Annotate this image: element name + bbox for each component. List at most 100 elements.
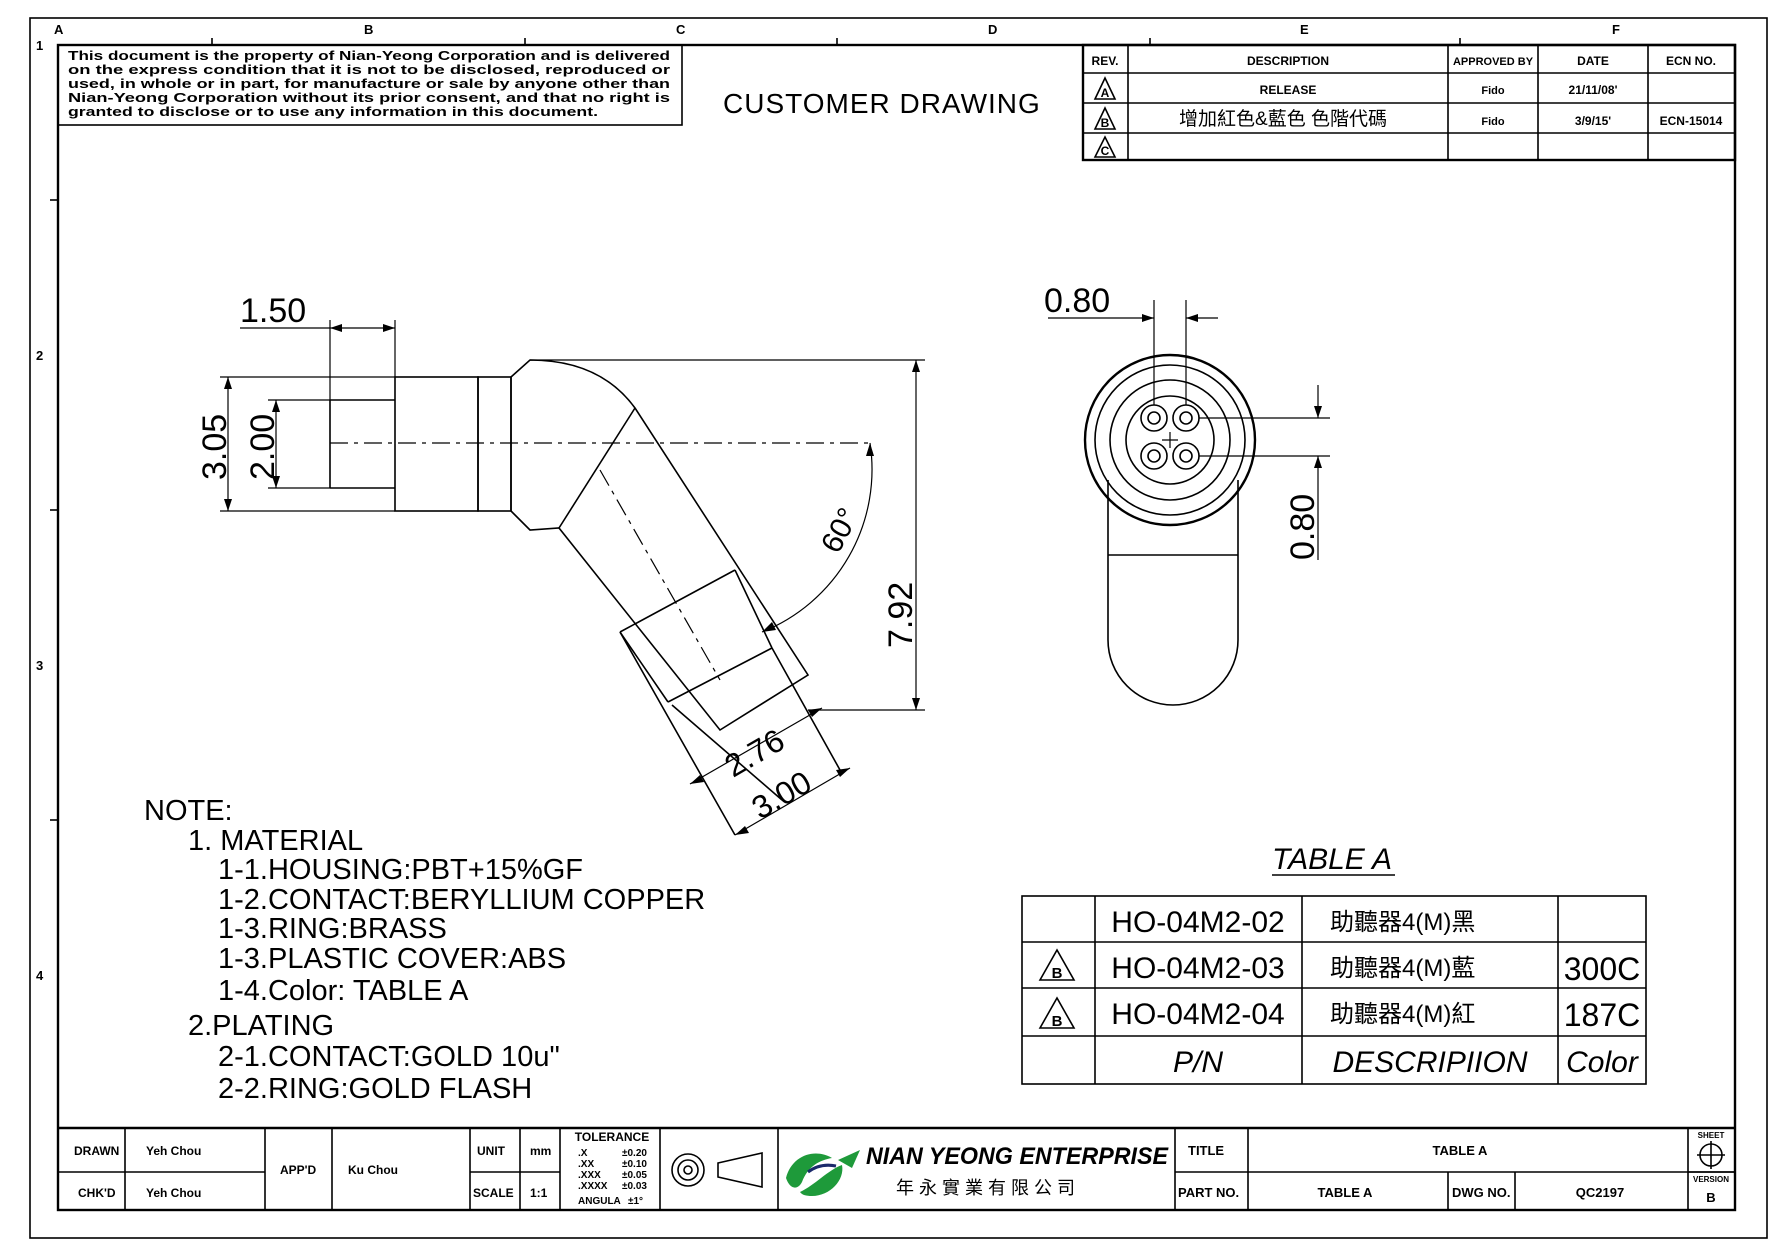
svg-text:B: B [1052,965,1063,982]
elbow-seam [558,407,636,529]
contact-pin-icon [1140,442,1168,470]
sleeve-end [619,569,773,703]
title-value: TABLE A [1433,1143,1488,1158]
rev-a-date: 21/11/08' [1569,83,1618,97]
svg-text:B: B [1052,1013,1063,1030]
outer-shell [1083,353,1257,527]
partno-value: TABLE A [1318,1185,1373,1200]
zone-labels-top: A B C D E F [54,22,1620,37]
zone-ticks [50,38,1461,821]
tip-ring [394,376,479,512]
dim-3-00: 3.00 [746,764,818,826]
notice-line: Nian-Yeong Corporation without its prior… [68,91,670,105]
drawing-heading: CUSTOMER DRAWING [723,88,1041,119]
company-logo-icon [786,1150,860,1196]
svg-text:B: B [1101,116,1110,130]
tolerance-key: .XXXX [578,1181,608,1192]
sheet-crosshair-icon [1697,1141,1725,1169]
table-a-desc: 助聽器4(M)黑 [1330,909,1475,936]
contact-pin-icon [1140,404,1168,432]
table-a-desc: 助聽器4(M)紅 [1330,1001,1475,1028]
elbow-body [510,359,810,732]
unit-label: UNIT [477,1144,506,1158]
scale-value: 1:1 [530,1186,548,1200]
zone-a: A [54,22,64,37]
rev-a-approved: Fido [1481,85,1504,97]
notes-material: 1. MATERIAL [188,825,363,857]
dim-3-05: 3.05 [196,414,234,480]
chkd-value: Yeh Chou [146,1186,201,1200]
cable-outline [1107,480,1239,706]
chkd-label: CHK'D [78,1186,116,1200]
zone-e: E [1300,22,1309,37]
notes-plating: 2.PLATING [188,1010,334,1042]
cable [619,631,841,836]
housing-circle [1109,379,1231,501]
zone-f: F [1612,22,1620,37]
dim-7-92: 7.92 [882,582,920,648]
notes-plating-ring: 2-2.RING:GOLD FLASH [218,1073,532,1105]
rev-b-triangle-icon: B [1038,948,1076,982]
company-name-zh: 年 永 實 業 有 限 公 司 [896,1178,1075,1198]
notes-housing: 1-1.HOUSING:PBT+15%GF [218,854,583,886]
notes: NOTE: 1. MATERIAL 1-1.HOUSING:PBT+15%GF … [144,795,705,1105]
dwgno-label: DWG NO. [1452,1185,1511,1200]
contact-pin-icon [1172,404,1200,432]
notes-title: NOTE: [144,795,233,827]
table-a-color-header: Color [1566,1046,1639,1079]
rev-b-triangle-icon: B [1093,106,1117,130]
revision-table: REV. DESCRIPTION APPROVED BY DATE ECN NO… [1081,43,1737,162]
end-view [1083,353,1257,706]
approved-header: APPROVED BY [1453,56,1534,68]
insulator-circle [1125,395,1215,485]
version-value: B [1706,1190,1715,1205]
table-a-pn: HO-04M2-04 [1111,998,1284,1031]
table-footer: P/N DESCRIPIION Color [1173,1046,1639,1079]
scale-label: SCALE [473,1186,514,1200]
appd-value: Ku Chou [348,1163,398,1177]
end-view-dimensions: 0.80 0.80 [1044,282,1330,560]
zone-3: 3 [36,658,43,673]
zone-labels-left: 1 2 3 4 [36,38,44,983]
svg-text:A: A [1101,86,1110,100]
rev-b-triangle-icon: B [1038,996,1076,1030]
rev-a-description: RELEASE [1260,83,1317,97]
center-mark [1162,432,1178,448]
table-a-pn-header: P/N [1173,1046,1223,1079]
rev-b-description: 增加紅色&藍色 色階代碼 [1179,108,1387,130]
sheet-cell: SHEET VERSION B [1693,1131,1729,1205]
tolerance-value: ±0.10 [622,1159,647,1170]
sleeve-seam [619,569,736,633]
appd-label: APP'D [280,1163,317,1177]
dwgno-value: QC2197 [1576,1185,1624,1200]
table-row: HO-04M2-02 助聽器4(M)黑 [1111,906,1475,939]
zone-4: 4 [36,968,44,983]
contact-pin-icon [1172,442,1200,470]
zone-1: 1 [36,38,43,53]
table-a-color: 187C [1564,997,1641,1033]
notes-cover: 1-3.PLASTIC COVER:ABS [218,943,566,975]
title-block: DRAWN Yeh Chou CHK'D Yeh Chou APP'D Ku C… [58,1126,1735,1210]
tolerance-key: .XXX [578,1170,601,1181]
dim-1-50: 1.50 [240,292,306,330]
description-header: DESCRIPTION [1247,54,1329,68]
notice-text: This document is the property of Nian-Ye… [68,49,670,119]
rev-header: REV. [1092,54,1119,68]
company-name-en: NIAN YEONG ENTERPRISE [866,1143,1169,1170]
tolerance-value: ±1° [628,1196,643,1207]
rev-b-date: 3/9/15' [1575,114,1611,128]
notes-plating-contact: 2-1.CONTACT:GOLD 10u" [218,1041,560,1073]
partno-label: PART NO. [1178,1185,1239,1200]
tolerance-key: ANGULA [578,1196,621,1207]
tolerance-key: .X [578,1148,588,1159]
table-a-desc-header: DESCRIPIION [1332,1046,1527,1079]
unit-value: mm [530,1144,551,1158]
ring-circle [1094,364,1246,516]
notice-line: granted to disclose or to use any inform… [68,105,598,119]
inner-border [56,43,1737,1212]
title-label: TITLE [1188,1143,1224,1158]
table-row: B HO-04M2-04 助聽器4(M)紅 187C [1038,996,1641,1033]
table-a: TABLE A HO-04M2-02 助聽器4(M)黑 B HO-04M2-03… [1021,843,1647,1085]
drawn-label: DRAWN [74,1144,119,1158]
